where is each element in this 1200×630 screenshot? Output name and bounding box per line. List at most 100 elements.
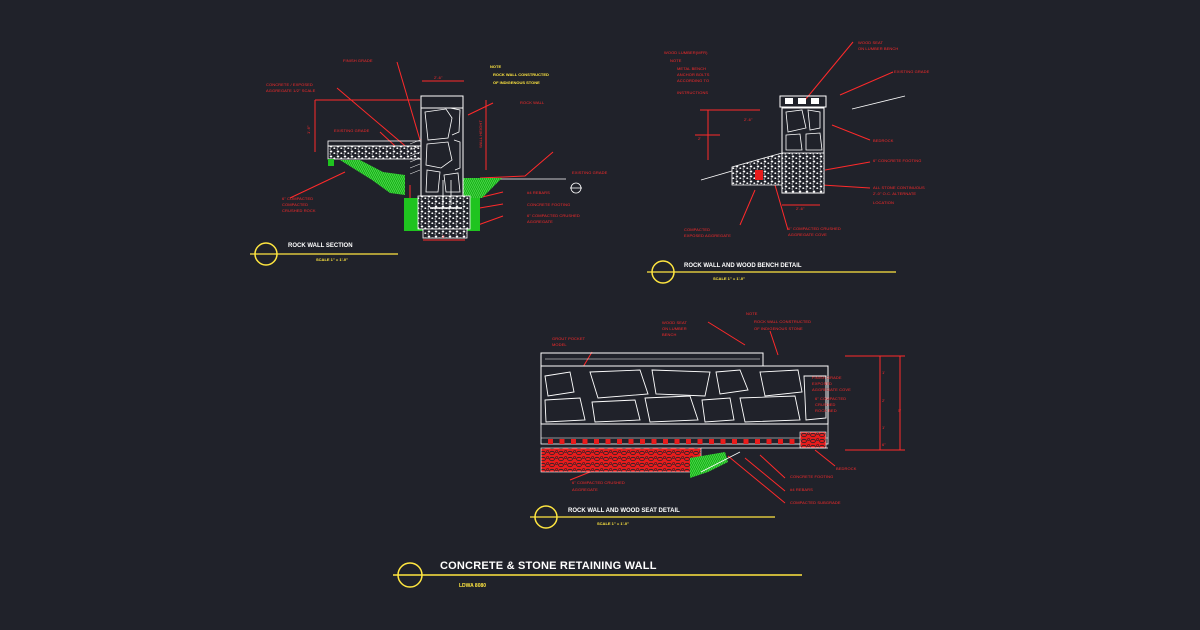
label-bench-note-4: ANCHOR BOLTS <box>677 72 710 77</box>
label-wood-seat-2: ON LUMBER BENCH <box>858 46 899 51</box>
detail-rock-wall-section <box>250 61 582 266</box>
scale-wood-bench: SCALE 1" = 1'-0" <box>713 276 745 281</box>
label-seat-finish-1: FINISH GRADE <box>812 375 842 380</box>
label-seat-concrete-footing: CONCRETE FOOTING <box>790 474 834 479</box>
label-grout-2: MODEL <box>552 342 567 347</box>
label-bedrock: BEDROCK <box>873 138 894 143</box>
label-seat-compacted-1: 6" COMPACTED <box>815 396 847 401</box>
dim-seat-1: 1' <box>882 370 886 375</box>
label-concrete-exposed-2: AGGREGATE 1/2" SCALE <box>266 88 316 93</box>
rebar-mark <box>766 439 772 444</box>
rebar-mark <box>617 439 622 444</box>
label-concrete-footing: CONCRETE FOOTING <box>527 202 571 207</box>
label-all-stone-1: ALL STONE CONTINUOUS <box>873 185 925 190</box>
label-bench-note-5: ACCORDING TO <box>677 78 710 83</box>
label-note: NOTE <box>490 64 502 69</box>
rebar-mark <box>778 439 783 444</box>
label-existing-grade-right: EXISTING GRADE <box>572 170 608 175</box>
label-compacted-agg-2: AGGREGATE <box>527 219 553 224</box>
rebar-mark <box>559 439 565 444</box>
label-seat-note-line1: ROCK WALL CONSTRUCTED <box>754 319 812 324</box>
title-rock-wall-section: ROCK WALL SECTION <box>288 243 353 249</box>
label-bench-note-2: NOTE <box>670 58 682 63</box>
dim-bench-height: 2' <box>698 136 702 141</box>
dim-width: 2'-6" <box>434 75 443 80</box>
scale-rock-wall-section: SCALE 1" = 1'-0" <box>316 257 348 262</box>
label-wood-seat-1: WOOD SEAT <box>858 40 884 45</box>
label-bench-compacted-2: EXPOSED AGGREGATE <box>684 233 731 238</box>
label-seat-compacted-3: ROCK BED <box>815 408 837 413</box>
scale-wood-seat: SCALE 1" = 1'-0" <box>597 521 629 526</box>
dim-seat-3: 1' <box>882 425 886 430</box>
sheet-subtitle: LDWA 8080 <box>459 583 487 589</box>
label-rock-wall: ROCK WALL <box>520 100 545 105</box>
dim-left: 1'-6" <box>306 125 311 134</box>
dim-bench-left: 2'-6" <box>744 117 753 122</box>
label-bench-crushed-2: AGGREGATE COVE <box>788 232 827 237</box>
label-seat-finish-3: AGGREGATE COVE <box>812 387 851 392</box>
rebar-mark <box>594 439 599 444</box>
label-bench-note-3: METAL BENCH <box>677 66 707 71</box>
rebar-mark <box>732 439 737 444</box>
rebar-mark <box>663 439 668 444</box>
label-seat-crushed-1: 6" COMPACTED CRUSHED <box>572 480 625 485</box>
rebar-mark <box>651 439 657 444</box>
label-crushed-3: CRUSHED ROCK <box>282 208 316 213</box>
sheet-title: CONCRETE & STONE RETAINING WALL <box>440 560 657 572</box>
label-compacted-agg-1: 6" COMPACTED CRUSHED <box>527 213 580 218</box>
label-existing-grade-left: EXISTING GRADE <box>334 128 370 133</box>
dim-seat-2: 2' <box>882 398 886 403</box>
detail-rock-wall-wood-seat <box>530 321 905 529</box>
sheet-title-block <box>393 562 802 588</box>
label-finish-grade: FINISH GRADE <box>343 58 373 63</box>
title-wood-seat: ROCK WALL AND WOOD SEAT DETAIL <box>568 508 680 514</box>
label-seat-wood-1: WOOD SEAT <box>662 320 688 325</box>
label-concrete-exposed: CONCRETE / EXPOSED <box>266 82 313 87</box>
rebar-mark <box>789 439 795 444</box>
label-seat-bedrock: BEDROCK <box>836 466 857 471</box>
dim-wall-height: WALL HEIGHT <box>478 120 483 148</box>
label-rebars: #4 REBARS <box>527 190 550 195</box>
rebar-mark <box>720 439 726 444</box>
label-bench-compacted-1: COMPACTED <box>684 227 711 232</box>
label-crushed-1: 6" COMPACTED <box>282 196 314 201</box>
dim-bench-width: 2'-6" <box>796 206 805 211</box>
label-crushed-2: COMPACTED <box>282 202 309 207</box>
rebar-mark <box>709 439 714 444</box>
rebar-mark <box>743 439 749 444</box>
label-bench-concrete-footing: 6" CONCRETE FOOTING <box>873 158 922 163</box>
rebar-mark <box>697 439 703 444</box>
label-seat-finish-2: EXPOSED <box>812 381 833 386</box>
label-seat-note: NOTE <box>746 311 758 316</box>
label-note-line2: OF INDIGENOUS STONE <box>493 80 540 85</box>
label-bench-note-6: INSTRUCTIONS <box>677 90 709 95</box>
label-note-line1: ROCK WALL CONSTRUCTED <box>493 72 549 77</box>
label-seat-note-line2: OF INDIGENOUS STONE <box>754 326 803 331</box>
label-seat-compacted-subgrade: COMPACTED SUBGRADE <box>790 500 841 505</box>
rebar-mark <box>640 439 645 444</box>
dim-seat-total: 5' <box>898 408 902 413</box>
rebar-mark <box>571 439 576 444</box>
label-all-stone-3: LOCATION <box>873 200 894 205</box>
rebar-mark <box>548 439 553 444</box>
rebar-mark <box>755 439 760 444</box>
rebar-mark <box>674 439 680 444</box>
label-seat-rebars: #4 REBARS <box>790 487 813 492</box>
detail-rock-wall-wood-bench <box>647 41 906 284</box>
rebar-mark <box>628 439 634 444</box>
label-bench-crushed-1: 6" COMPACTED CRUSHED <box>788 226 841 231</box>
dim-seat-4: 6" <box>882 442 886 447</box>
rebar-mark <box>686 439 691 444</box>
label-grout-1: GROUT POCKET <box>552 336 586 341</box>
label-all-stone-2: 2'-0" O.C. ALTERNATE <box>873 191 917 196</box>
title-wood-bench: ROCK WALL AND WOOD BENCH DETAIL <box>684 263 802 269</box>
label-seat-compacted-2: CRUSHED <box>815 402 836 407</box>
dim-bottom: 2' <box>442 234 446 239</box>
rebar-mark <box>605 439 611 444</box>
label-seat-wood-3: BENCH <box>662 332 677 337</box>
label-seat-crushed-2: AGGREGATE <box>572 487 598 492</box>
label-seat-wood-2: ON LUMBER <box>662 326 687 331</box>
label-bench-note-1: WOOD LUMBER(MFR) <box>664 50 708 55</box>
label-bench-existing-grade: EXISTING GRADE <box>894 69 930 74</box>
